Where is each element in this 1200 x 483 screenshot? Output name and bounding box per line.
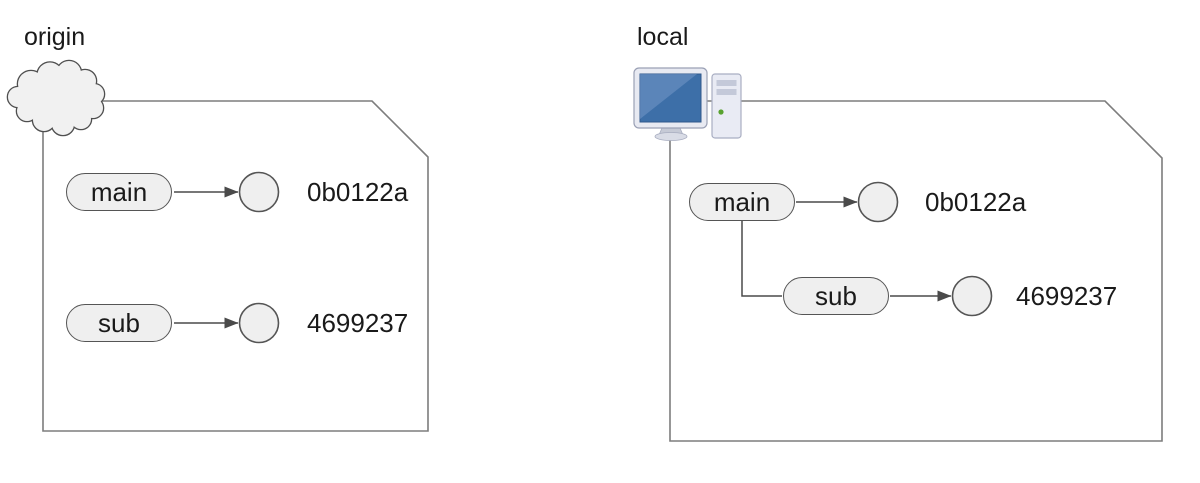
local-sub-branch-pill: sub (783, 277, 889, 315)
origin-repo-box (42, 100, 429, 432)
local-main-commit-node (857, 181, 899, 223)
origin-sub-commit-node (238, 302, 280, 344)
origin-main-commit-node (238, 171, 280, 213)
local-sub-commit-node (951, 275, 993, 317)
origin-sub-branch-pill: sub (66, 304, 172, 342)
origin-main-commit-hash: 0b0122a (307, 177, 409, 207)
local-sub-commit-hash: 4699237 (1016, 281, 1118, 311)
local-main-to-sub-connector (741, 221, 782, 297)
local-title: local (637, 23, 689, 51)
origin-main-branch-pill: main (66, 173, 172, 211)
computer-icon (633, 67, 742, 141)
monitor-base (654, 132, 688, 141)
origin-title: origin (24, 23, 86, 51)
local-main-commit-hash: 0b0122a (925, 187, 1027, 217)
tower-power-led (718, 109, 724, 115)
cloud-icon (6, 59, 106, 137)
monitor-screen-glare (640, 74, 697, 119)
local-repo-box (669, 100, 1163, 442)
local-main-branch-pill: main (689, 183, 795, 221)
origin-sub-commit-hash: 4699237 (307, 308, 409, 338)
